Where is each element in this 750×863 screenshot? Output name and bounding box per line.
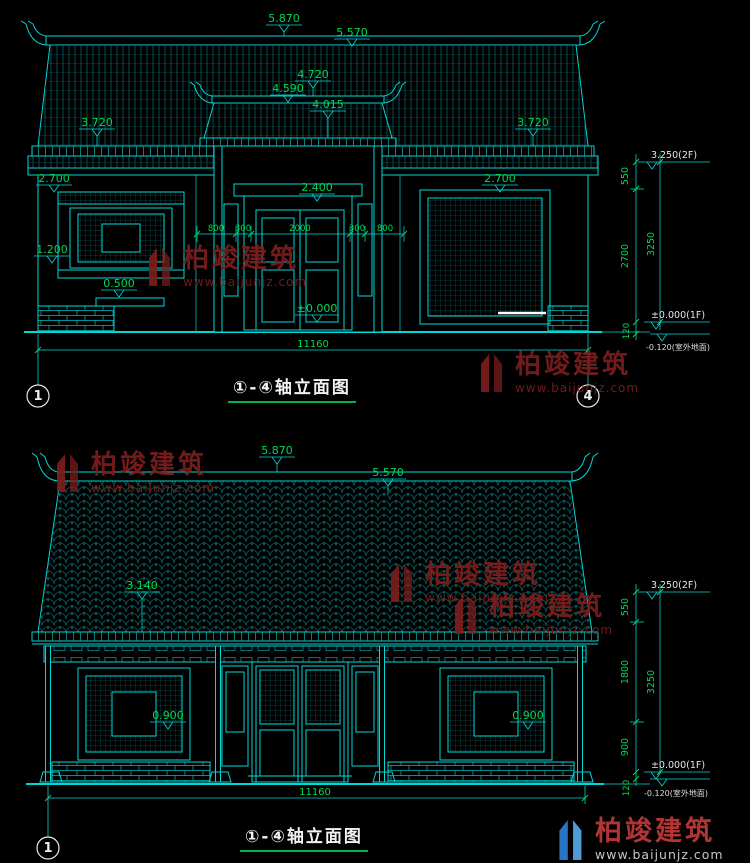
right-screen-window (419, 189, 551, 325)
level-floor-2: ±0.000(1F) (651, 760, 705, 771)
level-top: 3.250(2F) (651, 150, 697, 161)
overall-dimension (26, 334, 600, 408)
dim-total-width: 11160 (297, 339, 329, 350)
door-dimension-chain (193, 226, 408, 242)
dim-gate-mid: 4.590 (272, 82, 304, 95)
elevation-callouts-2 (124, 456, 546, 730)
elevation-drawing-1: 5.870 5.570 4.720 4.590 4.015 3.720 3.72… (20, 12, 710, 408)
dim-ridge-2: 5.870 (261, 444, 293, 457)
dim-gate-top: 4.720 (297, 68, 329, 81)
level-dimension-stack-2 (604, 584, 710, 787)
dim-eave-left: 3.720 (81, 116, 113, 129)
dim-canopy-right: 2.700 (484, 172, 516, 185)
level-outdoor: -0.120(室外地面) (646, 342, 710, 352)
dim-total-width-2: 11160 (299, 787, 331, 798)
level-floor: ±0.000(1F) (651, 310, 705, 321)
dim-ridge2: 5.570 (336, 26, 368, 39)
door-dim-2: 300 (235, 224, 251, 234)
dim-sill-right-2: 0.900 (512, 709, 544, 722)
level-seg-top-2: 550 (620, 598, 631, 616)
door-dim-1: 800 (208, 224, 224, 234)
dim-eave-right: 3.720 (517, 116, 549, 129)
dim-ridge: 5.870 (268, 12, 300, 25)
dim-plinth: 0.500 (103, 277, 135, 290)
level-seg-mid-2: 1800 (620, 660, 631, 684)
dim-ridge2-2: 5.570 (372, 466, 404, 479)
level-total-2: 3250 (646, 670, 657, 694)
elevation-drawing-2: 5.870 5.570 3.140 0.900 0.900 11160 1 3.… (26, 444, 710, 860)
dim-floor: ±0.000 (297, 302, 338, 315)
axis-label-4: 4 (583, 389, 592, 404)
double-doors-2 (221, 661, 379, 783)
level-seg-top: 550 (620, 167, 631, 185)
dim-sill-left-2: 0.900 (152, 709, 184, 722)
axis-label-1: 1 (33, 389, 42, 404)
level-total: 3250 (646, 232, 657, 256)
door-dim-4: 300 (349, 224, 365, 234)
entrance-gate (189, 81, 407, 333)
dim-eave-2: 3.140 (126, 579, 158, 592)
level-outdoor-2: -0.120(室外地面) (644, 788, 708, 798)
door-dim-5: 800 (377, 224, 393, 234)
main-roof-2 (31, 452, 599, 645)
right-lattice-window-2 (439, 667, 553, 761)
level-base: 120 (622, 323, 632, 339)
elevation-callouts (34, 24, 551, 323)
level-top-2: 3.250(2F) (651, 580, 697, 591)
level-dimension-stack (600, 154, 710, 342)
door-dim-3: 2000 (289, 224, 311, 234)
axis-bubble-1 (26, 384, 50, 408)
elevation1-title: ①-④轴立面图 (228, 373, 356, 403)
axis-bubble-4 (576, 384, 600, 408)
base-brickwork-2 (39, 761, 594, 783)
dim-window-sill: 1.200 (36, 243, 68, 256)
dim-door-head: 2.400 (301, 181, 333, 194)
left-lattice-window-2 (77, 667, 191, 761)
axis-label-1b: 1 (43, 841, 52, 856)
elevation2-title: ①-④轴立面图 (240, 822, 368, 852)
level-seg-low-2: 900 (620, 738, 631, 756)
plinth-brickwork (37, 305, 589, 333)
overall-dimension-2 (36, 786, 589, 860)
wall-2 (26, 645, 604, 785)
dim-gate-eave: 4.015 (312, 98, 344, 111)
level-seg-main: 2700 (620, 244, 631, 268)
level-base-2: 120 (622, 780, 632, 796)
dim-canopy-left: 2.700 (38, 172, 70, 185)
axis-bubble-1b (36, 836, 60, 860)
